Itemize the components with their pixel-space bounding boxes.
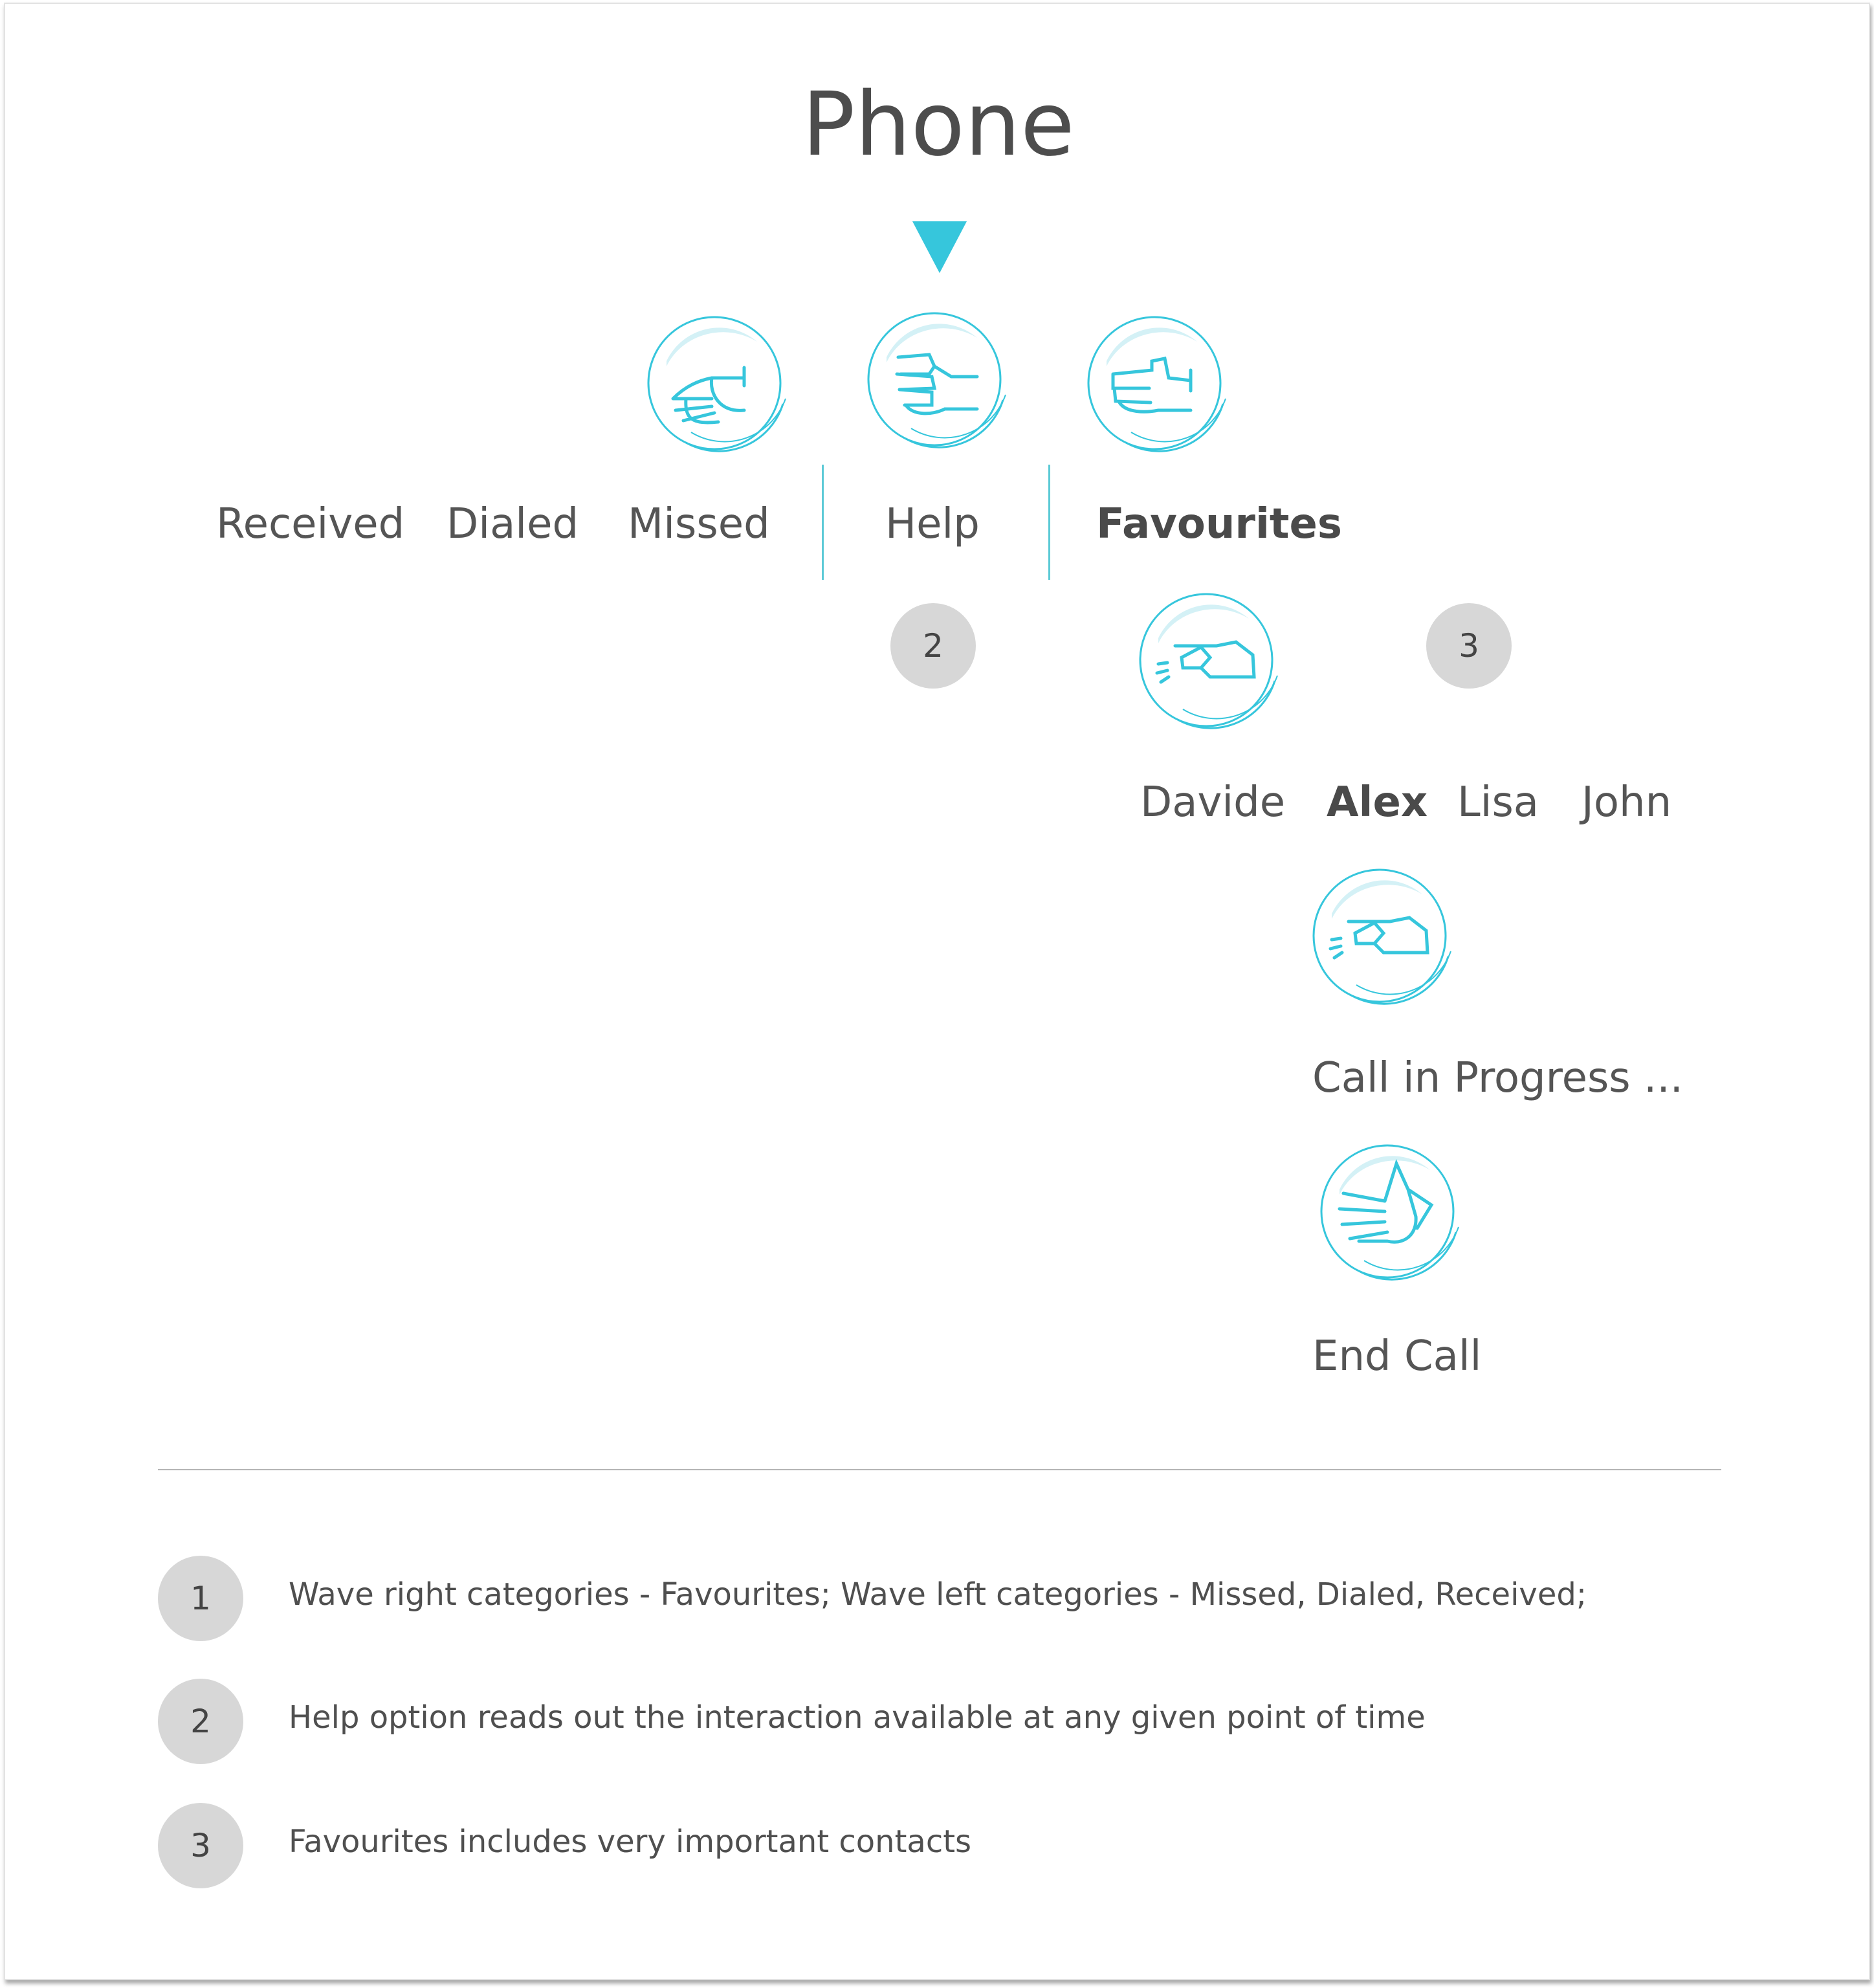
fist-hand-icon	[867, 312, 1006, 448]
contact-davide[interactable]: Davide	[1140, 779, 1286, 826]
help-badge: 2	[890, 603, 976, 689]
pinch-hand-icon	[1312, 868, 1451, 1005]
divider-right	[1048, 465, 1050, 580]
note-badge-1: 1	[158, 1556, 243, 1641]
call-in-progress-label: Call in Progress ...	[1312, 1054, 1683, 1102]
wave-right-hand-icon	[1087, 316, 1226, 452]
contact-alex[interactable]: Alex	[1327, 779, 1428, 826]
pinch-hand-icon	[1139, 593, 1278, 729]
favourites-badge: 3	[1426, 603, 1512, 689]
contact-john[interactable]: John	[1582, 779, 1672, 826]
legend-divider	[158, 1469, 1721, 1470]
page-title: Phone	[802, 74, 1075, 176]
note-badge-2: 2	[158, 1679, 243, 1764]
diagram-card: Phone Received Dialed Missed Help Favour…	[4, 3, 1870, 1980]
open-palm-hand-icon	[1320, 1144, 1459, 1281]
category-favourites[interactable]: Favourites	[1096, 500, 1342, 548]
category-help[interactable]: Help	[885, 500, 980, 548]
category-dialed[interactable]: Dialed	[446, 500, 579, 548]
category-received[interactable]: Received	[216, 500, 405, 548]
note-text-1: Wave right categories - Favourites; Wave…	[289, 1576, 1587, 1613]
divider-left	[822, 465, 824, 580]
note-badge-3: 3	[158, 1803, 243, 1888]
wave-left-hand-icon	[647, 316, 786, 452]
category-missed[interactable]: Missed	[628, 500, 770, 548]
pointer-triangle-icon	[912, 221, 967, 273]
contact-lisa[interactable]: Lisa	[1457, 779, 1539, 826]
note-text-3: Favourites includes very important conta…	[289, 1824, 972, 1860]
note-text-2: Help option reads out the interaction av…	[289, 1699, 1426, 1736]
end-call-label: End Call	[1312, 1332, 1482, 1380]
